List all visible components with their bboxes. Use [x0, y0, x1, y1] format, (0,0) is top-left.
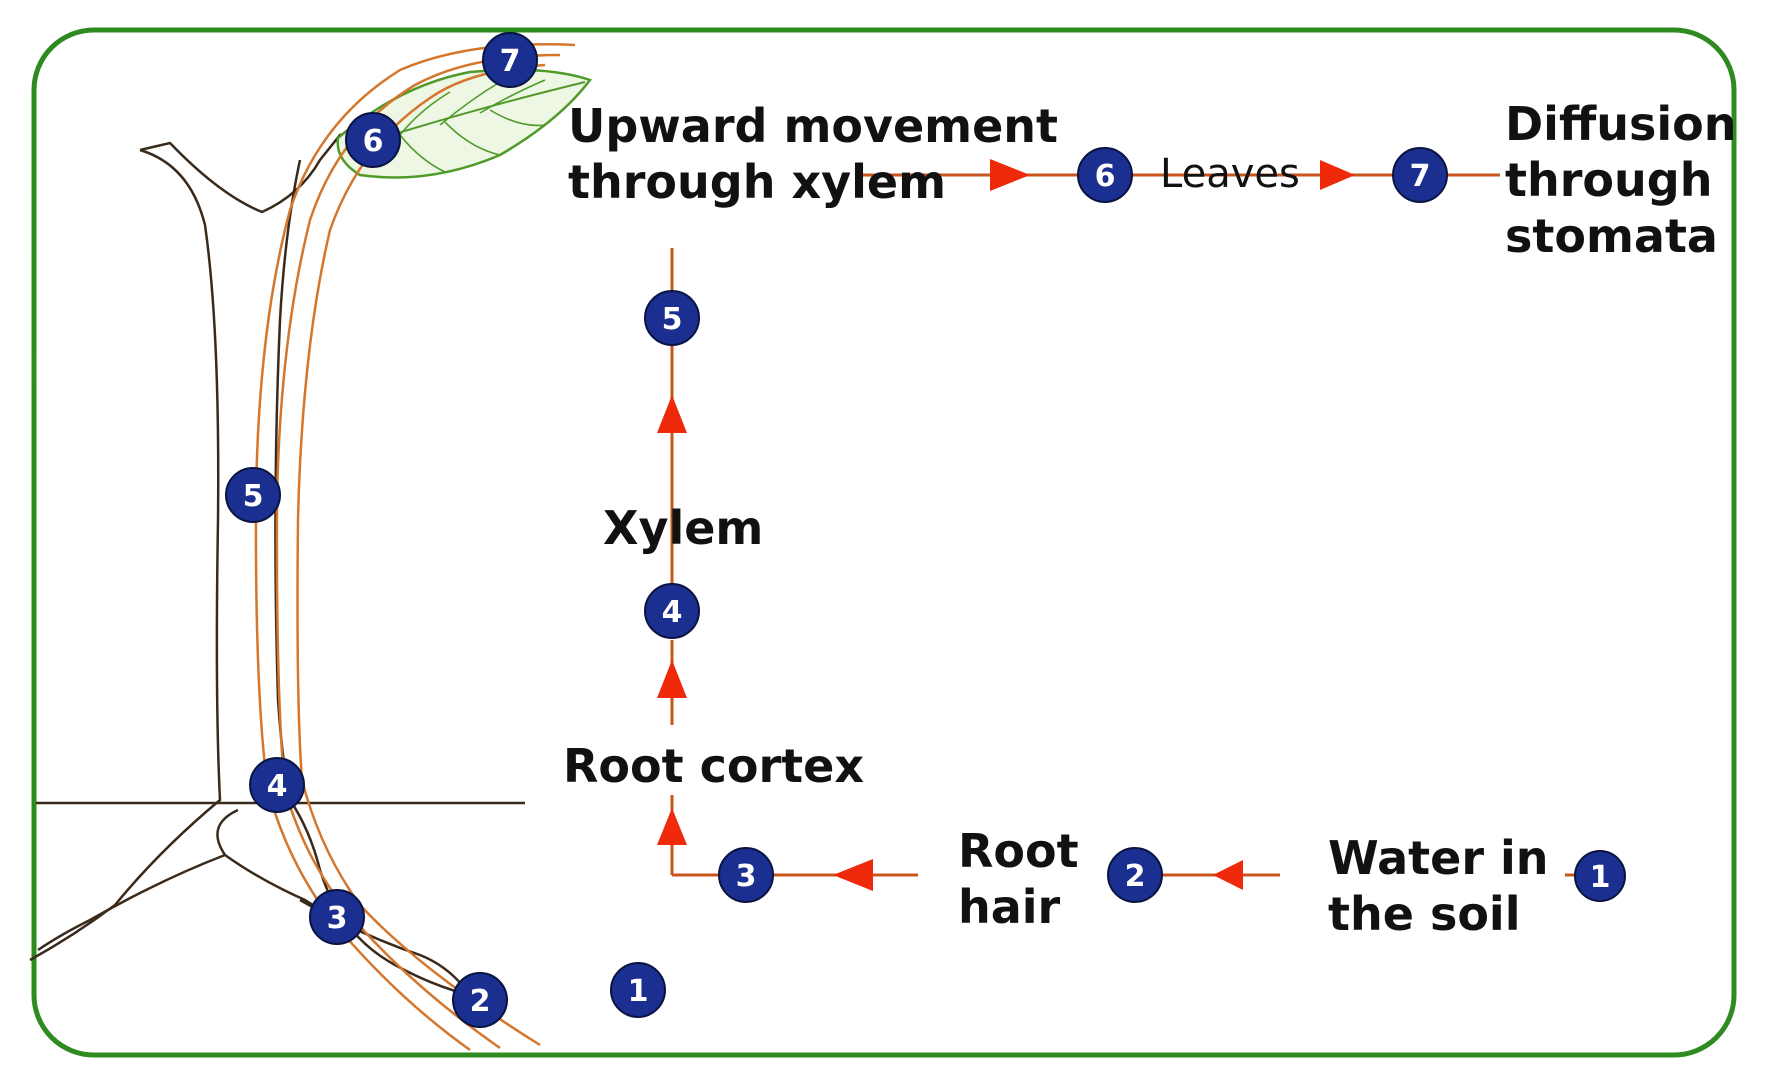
marker-flow-1: 1: [1574, 850, 1626, 902]
leaf-vein-1: [399, 91, 451, 136]
arrow-up-3: [657, 395, 687, 433]
marker-plant-6-label: 6: [363, 124, 384, 159]
marker-plant-2-label: 2: [470, 984, 491, 1019]
arrow-up-2: [657, 660, 687, 698]
label-root-cortex: Root cortex: [563, 739, 865, 793]
label-root-hair: Root hair: [958, 824, 1079, 935]
marker-plant-1-label: 1: [628, 974, 649, 1009]
label-water-in-soil: Water in the soil: [1328, 831, 1549, 942]
flow-arrows: [657, 159, 1355, 891]
arrow-left-1: [1213, 860, 1243, 890]
marker-flow-5: 5: [644, 290, 700, 346]
marker-flow-6-label: 6: [1095, 159, 1116, 194]
marker-plant-1: 1: [610, 962, 666, 1018]
arrow-up-1: [657, 808, 687, 845]
stem-outline-left: [29, 148, 222, 962]
marker-flow-7: 7: [1392, 147, 1448, 203]
marker-plant-3: 3: [309, 889, 365, 945]
leaf-vein-3: [479, 79, 546, 114]
leaf-vein-6: [489, 109, 546, 127]
marker-plant-3-label: 3: [327, 901, 348, 936]
leaf-vein-2: [439, 81, 501, 126]
arrow-right-2: [1320, 160, 1355, 190]
marker-flow-4: 4: [644, 583, 700, 639]
branch-outline: [139, 131, 362, 214]
label-diffusion: Diffusion through stomata: [1505, 97, 1737, 264]
marker-flow-6: 6: [1077, 147, 1133, 203]
label-upward-movement: Upward movement through xylem: [568, 99, 1059, 210]
marker-flow-4-label: 4: [662, 595, 683, 630]
marker-plant-7-label: 7: [500, 44, 521, 79]
marker-plant-5-label: 5: [243, 479, 264, 514]
diagram-frame: [31, 27, 1737, 1058]
marker-flow-3-label: 3: [736, 859, 757, 894]
marker-plant-4: 4: [249, 757, 305, 813]
marker-flow-5-label: 5: [662, 302, 683, 337]
label-xylem: Xylem: [603, 501, 764, 555]
arrow-left-2: [833, 859, 873, 891]
marker-plant-7: 7: [482, 32, 538, 88]
marker-flow-1-label: 1: [1590, 860, 1611, 895]
marker-plant-6: 6: [345, 112, 401, 168]
plant-illustration: [29, 43, 593, 1052]
marker-plant-5: 5: [225, 467, 281, 523]
step-markers: 1 2 3 4 5 6 7 1: [225, 32, 1626, 1028]
marker-plant-2: 2: [452, 972, 508, 1028]
marker-flow-7-label: 7: [1410, 159, 1431, 194]
marker-plant-4-label: 4: [267, 769, 288, 804]
marker-flow-2: 2: [1107, 847, 1163, 903]
leaf-vein-4: [399, 134, 446, 173]
marker-flow-2-label: 2: [1125, 859, 1146, 894]
arrow-right-1: [990, 159, 1030, 191]
marker-flow-3: 3: [718, 847, 774, 903]
root-outline-2: [37, 853, 226, 952]
leaf-vein-5: [444, 121, 501, 156]
label-leaves: Leaves: [1160, 151, 1300, 197]
